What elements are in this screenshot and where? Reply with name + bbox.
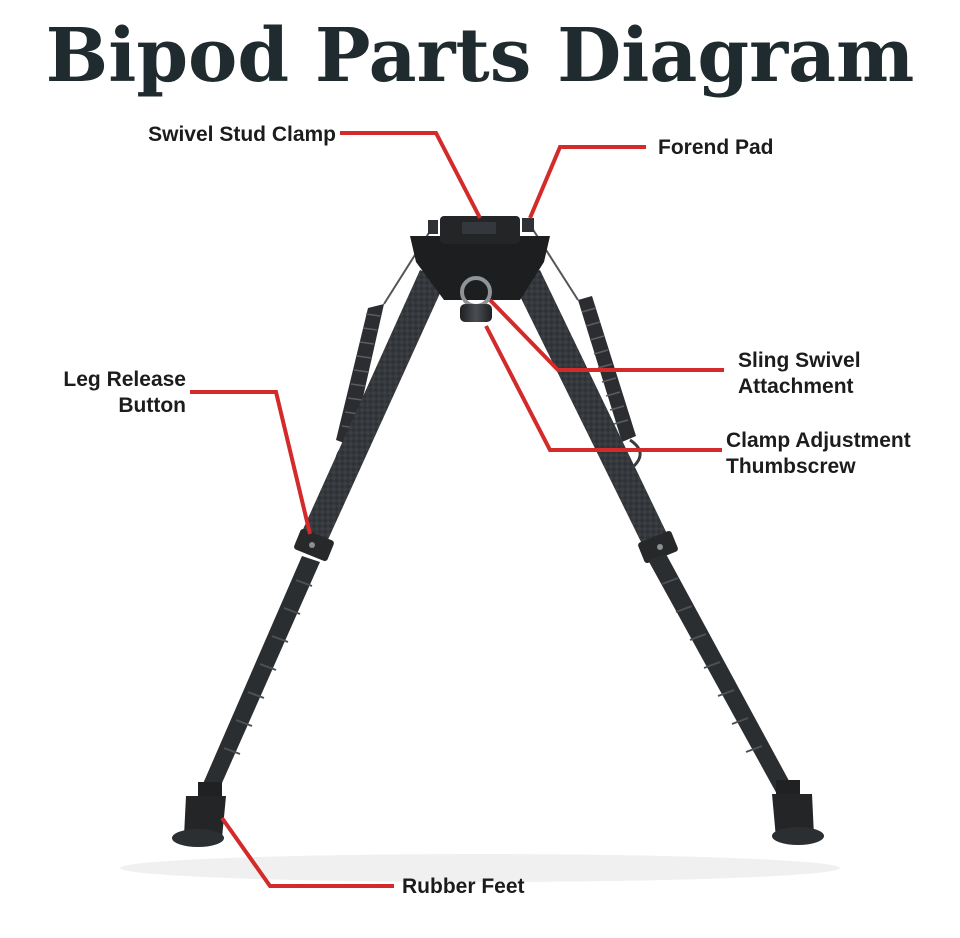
clamp-thumbscrew <box>460 304 492 322</box>
leader-lines <box>190 131 724 888</box>
leader-clamp-adjustment <box>484 325 722 452</box>
label-leg-release: Leg Release Button <box>20 367 186 419</box>
label-leg-release-line2: Button <box>118 394 186 417</box>
right-rubber-foot <box>772 780 824 845</box>
right-upper-leg <box>512 270 670 548</box>
floor-shadow <box>120 854 840 882</box>
bipod-head <box>410 216 550 322</box>
label-rubber-feet-text: Rubber Feet <box>402 875 525 898</box>
label-sling-swivel: Sling Swivel Attachment <box>738 348 861 400</box>
label-clamp-adjustment-line1: Clamp Adjustment <box>726 429 911 452</box>
left-lower-leg <box>202 556 320 792</box>
leader-leg-release <box>190 390 312 535</box>
label-rubber-feet: Rubber Feet <box>402 874 525 900</box>
label-swivel-stud-clamp: Swivel Stud Clamp <box>100 122 336 148</box>
left-upper-leg <box>300 270 446 544</box>
right-lower-leg <box>648 554 794 796</box>
label-sling-swivel-line1: Sling Swivel <box>738 349 861 372</box>
page-title: Bipod Parts Diagram <box>45 13 915 99</box>
left-rubber-foot <box>172 782 226 847</box>
leader-swivel-stud-clamp <box>340 131 482 219</box>
label-clamp-adjustment-line2: Thumbscrew <box>726 455 856 478</box>
leader-forend-pad <box>528 145 646 219</box>
label-clamp-adjustment: Clamp Adjustment Thumbscrew <box>726 428 911 480</box>
label-forend-pad: Forend Pad <box>658 135 774 161</box>
label-leg-release-line1: Leg Release <box>63 368 186 391</box>
leader-rubber-feet <box>220 816 394 888</box>
leader-sling-swivel <box>488 298 724 372</box>
label-swivel-stud-clamp-text: Swivel Stud Clamp <box>148 123 336 146</box>
label-forend-pad-text: Forend Pad <box>658 136 774 159</box>
label-sling-swivel-line2: Attachment <box>738 375 854 398</box>
